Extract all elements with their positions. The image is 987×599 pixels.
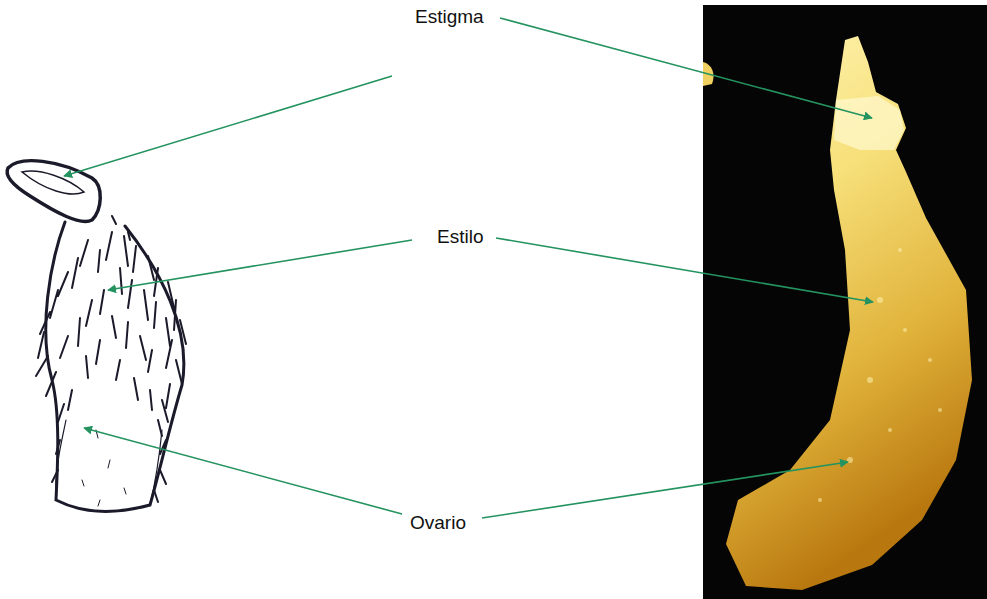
leader-arrows [64,18,873,518]
leader-line [500,18,872,118]
part-label: Ovario [410,512,466,534]
leader-line [496,238,873,302]
leader-line [64,76,392,176]
pistil-photo [703,5,987,599]
leader-line [108,240,412,290]
pistil-sketch [7,161,186,512]
leader-line [482,462,848,518]
leader-line [84,428,402,514]
part-label: Estigma [415,6,484,28]
part-label: Estilo [437,226,483,248]
